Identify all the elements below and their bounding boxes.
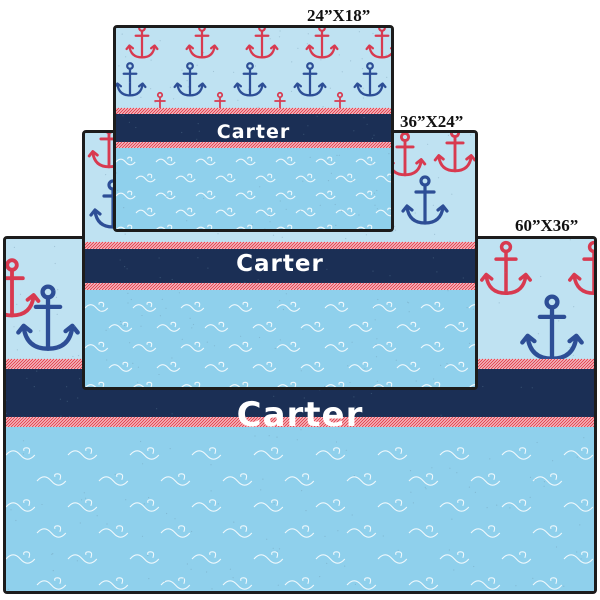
anchor-icon <box>401 175 449 225</box>
anchor-icon <box>16 284 80 351</box>
anchor-icon <box>305 28 339 59</box>
mat-large-name-text: Carter <box>236 395 364 435</box>
anchor-icon <box>568 240 594 295</box>
anchor-icon <box>365 28 391 59</box>
anchor-icon <box>353 62 387 97</box>
size-label-medium: 36”X24” <box>400 112 464 131</box>
anchor-icon <box>245 28 279 59</box>
mat-medium-name-text: Carter <box>236 251 324 277</box>
anchor-icon <box>293 62 327 97</box>
anchor-icon <box>116 62 147 97</box>
mat-small-name-text: Carter <box>216 121 291 143</box>
anchor-icon <box>185 28 219 59</box>
anchor-icon <box>6 258 41 318</box>
mat-small-pattern <box>116 28 391 229</box>
size-label-small: 24”X18” <box>307 6 371 25</box>
anchor-icon <box>480 240 532 295</box>
anchor-icon <box>433 133 475 173</box>
anchor-icon <box>125 28 159 59</box>
anchor-icon <box>520 294 584 361</box>
anchor-icon <box>173 62 207 97</box>
wave-pattern <box>116 156 391 229</box>
size-label-large: 60”X36” <box>515 216 579 235</box>
mat-small: Carter <box>113 25 394 232</box>
anchor-icon <box>233 62 267 97</box>
wave-pattern <box>6 447 594 590</box>
wave-pattern <box>85 301 475 387</box>
